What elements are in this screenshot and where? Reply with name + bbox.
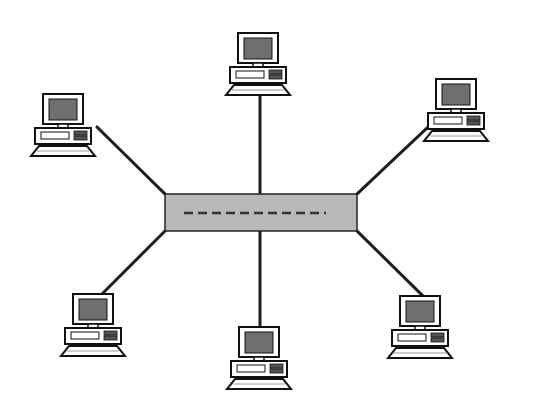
links bbox=[94, 93, 429, 329]
desktop-computer-icon bbox=[30, 93, 96, 157]
link-to-pc-lower-left bbox=[94, 229, 167, 302]
link-to-pc-upper-left bbox=[95, 125, 167, 196]
link-to-pc-upper-right bbox=[355, 126, 429, 196]
desktop-computer-icon bbox=[60, 293, 126, 357]
link-to-pc-lower-right bbox=[355, 229, 426, 299]
desktop-computer-icon bbox=[225, 32, 291, 96]
desktop-computer-icon bbox=[226, 326, 292, 390]
desktop-computer-icon bbox=[423, 78, 489, 142]
desktop-computer-icon bbox=[387, 295, 453, 359]
network-switch-icon bbox=[164, 193, 358, 232]
